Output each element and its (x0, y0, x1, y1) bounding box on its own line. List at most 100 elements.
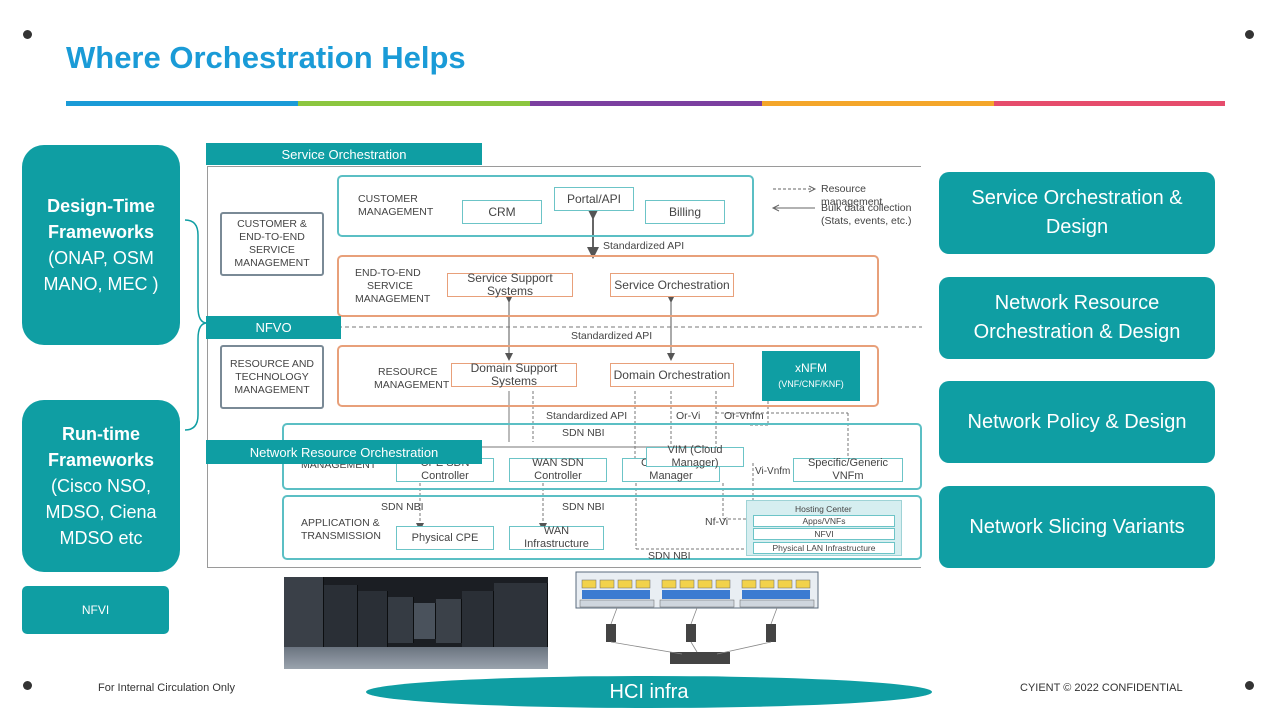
network-policy-design-box: Network Policy & Design (939, 381, 1215, 463)
specific-generic-vnfm-box: Specific/Generic VNFm (793, 457, 903, 482)
sdn-nbi-label: SDN NBI (648, 550, 691, 562)
nfvi-label: NFVI (81, 603, 110, 617)
label-line: END-TO-END (355, 267, 421, 279)
hci-infra-banner: HCI infra (366, 676, 932, 708)
corner-dot (1245, 681, 1254, 690)
network-resource-orchestration-design-box: Network Resource Orchestration & Design (939, 277, 1215, 359)
standardized-api-label: Standardized API (603, 240, 685, 252)
service-orchestration-box: Service Orchestration (610, 273, 734, 297)
servers-illustration (575, 571, 819, 664)
panel-heading: Frameworks (47, 450, 155, 470)
portal-api-box: Portal/API (554, 187, 634, 211)
xnfm-title: xNFM (795, 360, 827, 375)
label-line: MANAGEMENT (358, 206, 434, 218)
crm-box: CRM (462, 200, 542, 224)
title-rule-segment (298, 101, 530, 106)
customer-management-frame (337, 175, 754, 237)
domain-orchestration-box: Domain Orchestration (610, 363, 734, 387)
nf-vi-label: Nf-Vi (705, 516, 729, 528)
label-line: SERVICE (367, 280, 413, 292)
standardized-api-label: Standardized API (546, 410, 628, 422)
wan-infrastructure-box: WAN Infrastructure (509, 525, 604, 550)
layer-label: TECHNOLOGY (235, 370, 309, 383)
xnfm-subtitle: (VNF/CNF/KNF) (778, 378, 844, 389)
legend-dashed-arrow-icon (773, 185, 817, 193)
nfvo-bar: NFVO (206, 316, 341, 339)
layer-label: MANAGEMENT (234, 257, 310, 269)
service-orchestration-design-box: Service Orchestration & Design (939, 172, 1215, 254)
resource-management-frame (337, 345, 879, 407)
title-rule-segment (762, 101, 994, 106)
application-transmission-label: APPLICATION & TRANSMISSION (301, 517, 381, 543)
corner-dot (1245, 30, 1254, 39)
legend-bulk-data: Bulk data collection (Stats, events, etc… (821, 202, 911, 228)
layer-label: MANAGEMENT (234, 383, 310, 396)
nfvi-box: NFVI (22, 586, 169, 634)
panel-detail: (Cisco NSO, (50, 476, 151, 496)
corner-dot (23, 30, 32, 39)
or-vi-label: Or-Vi (676, 410, 701, 422)
service-support-systems-box: Service Support Systems (447, 272, 573, 298)
virtualization-servers-diagram (572, 570, 822, 670)
data-center-photo (284, 577, 548, 669)
panel-heading: Run-time (62, 424, 140, 444)
panel-detail: (ONAP, OSM (48, 248, 154, 268)
e2e-service-management-frame (337, 255, 879, 317)
panel-heading: Frameworks (47, 222, 155, 242)
hosting-center: Hosting Center Apps/VNFs NFVI Physical L… (746, 500, 902, 556)
label-line: MANAGEMENT (355, 293, 431, 305)
application-transmission-frame (282, 495, 922, 560)
apps-vnfs-box: Apps/VNFs (753, 515, 895, 527)
standardized-api-label: Standardized API (571, 330, 653, 342)
network-slicing-variants-box: Network Slicing Variants (939, 486, 1215, 568)
vi-vnfm-label: Vi-Vnfm (755, 466, 791, 477)
customer-management-label: CUSTOMER MANAGEMENT (358, 193, 433, 219)
label-line: RESOURCE (378, 366, 438, 378)
wan-sdn-controller-box: WAN SDN Controller (509, 457, 607, 482)
panel-detail: MANO, MEC ) (43, 274, 159, 294)
layer-customer-e2e: CUSTOMER & END-TO-END SERVICE MANAGEMENT (220, 212, 324, 276)
corner-dot (23, 681, 32, 690)
network-resource-orchestration-bar: Network Resource Orchestration (206, 440, 482, 464)
xnfm-box: xNFM (VNF/CNF/KNF) (762, 351, 860, 401)
vim-cloud-manager-box: VIM (Cloud Manager) (646, 444, 744, 469)
sdn-nbi-label: SDN NBI (562, 501, 605, 513)
design-time-frameworks-panel: Design-Time Frameworks (ONAP, OSM MANO, … (22, 145, 180, 345)
resource-management-label: RESOURCE MANAGEMENT (374, 366, 449, 392)
service-orchestration-bar: Service Orchestration (206, 143, 482, 165)
page-title: Where Orchestration Helps (66, 40, 466, 75)
layer-label: CUSTOMER & (237, 218, 307, 230)
title-rule-segment (530, 101, 762, 106)
legend-line: Bulk data collection (821, 202, 912, 214)
run-time-frameworks-panel: Run-time Frameworks (Cisco NSO, MDSO, Ci… (22, 400, 180, 572)
domain-support-systems-box: Domain Support Systems (451, 362, 577, 388)
panel-detail: MDSO etc (59, 528, 143, 548)
hosting-center-title: Hosting Center (795, 504, 852, 514)
layer-label: RESOURCE AND (229, 357, 314, 370)
legend-line: (Stats, events, etc.) (821, 215, 912, 227)
title-rule-segment (66, 101, 298, 106)
legend-resource-management: Resource management (821, 183, 883, 208)
title-rule-segment (994, 101, 1225, 106)
label-line: MANAGEMENT (374, 379, 450, 391)
label-line: CUSTOMER (358, 193, 418, 205)
label-line: TRANSMISSION (301, 530, 381, 542)
layer-label: SERVICE (249, 244, 295, 256)
billing-box: Billing (645, 200, 725, 224)
panel-heading: Design-Time (47, 196, 155, 216)
physical-cpe-box: Physical CPE (396, 526, 494, 550)
footer-right: CYIENT © 2022 CONFIDENTIAL (1020, 682, 1183, 694)
orchestration-architecture-diagram: CUSTOMER & END-TO-END SERVICE MANAGEMENT… (207, 166, 922, 568)
hci-label: HCI infra (609, 680, 689, 703)
panel-detail: MDSO, Ciena (45, 502, 157, 522)
layer-resource-technology: RESOURCE AND TECHNOLOGY MANAGEMENT (220, 345, 324, 409)
or-vnfm-label: Or-Vnfm (724, 410, 764, 422)
nfvi-hosting-box: NFVI (753, 528, 895, 540)
label-line: APPLICATION & (301, 517, 380, 529)
sdn-nbi-label: SDN NBI (562, 427, 605, 439)
e2e-label: END-TO-END SERVICE MANAGEMENT (355, 267, 430, 306)
sdn-nbi-label: SDN NBI (381, 501, 424, 513)
physical-lan-box: Physical LAN Infrastructure (753, 542, 895, 554)
legend-solid-arrow-icon (771, 204, 815, 212)
layer-label: END-TO-END (239, 231, 305, 243)
